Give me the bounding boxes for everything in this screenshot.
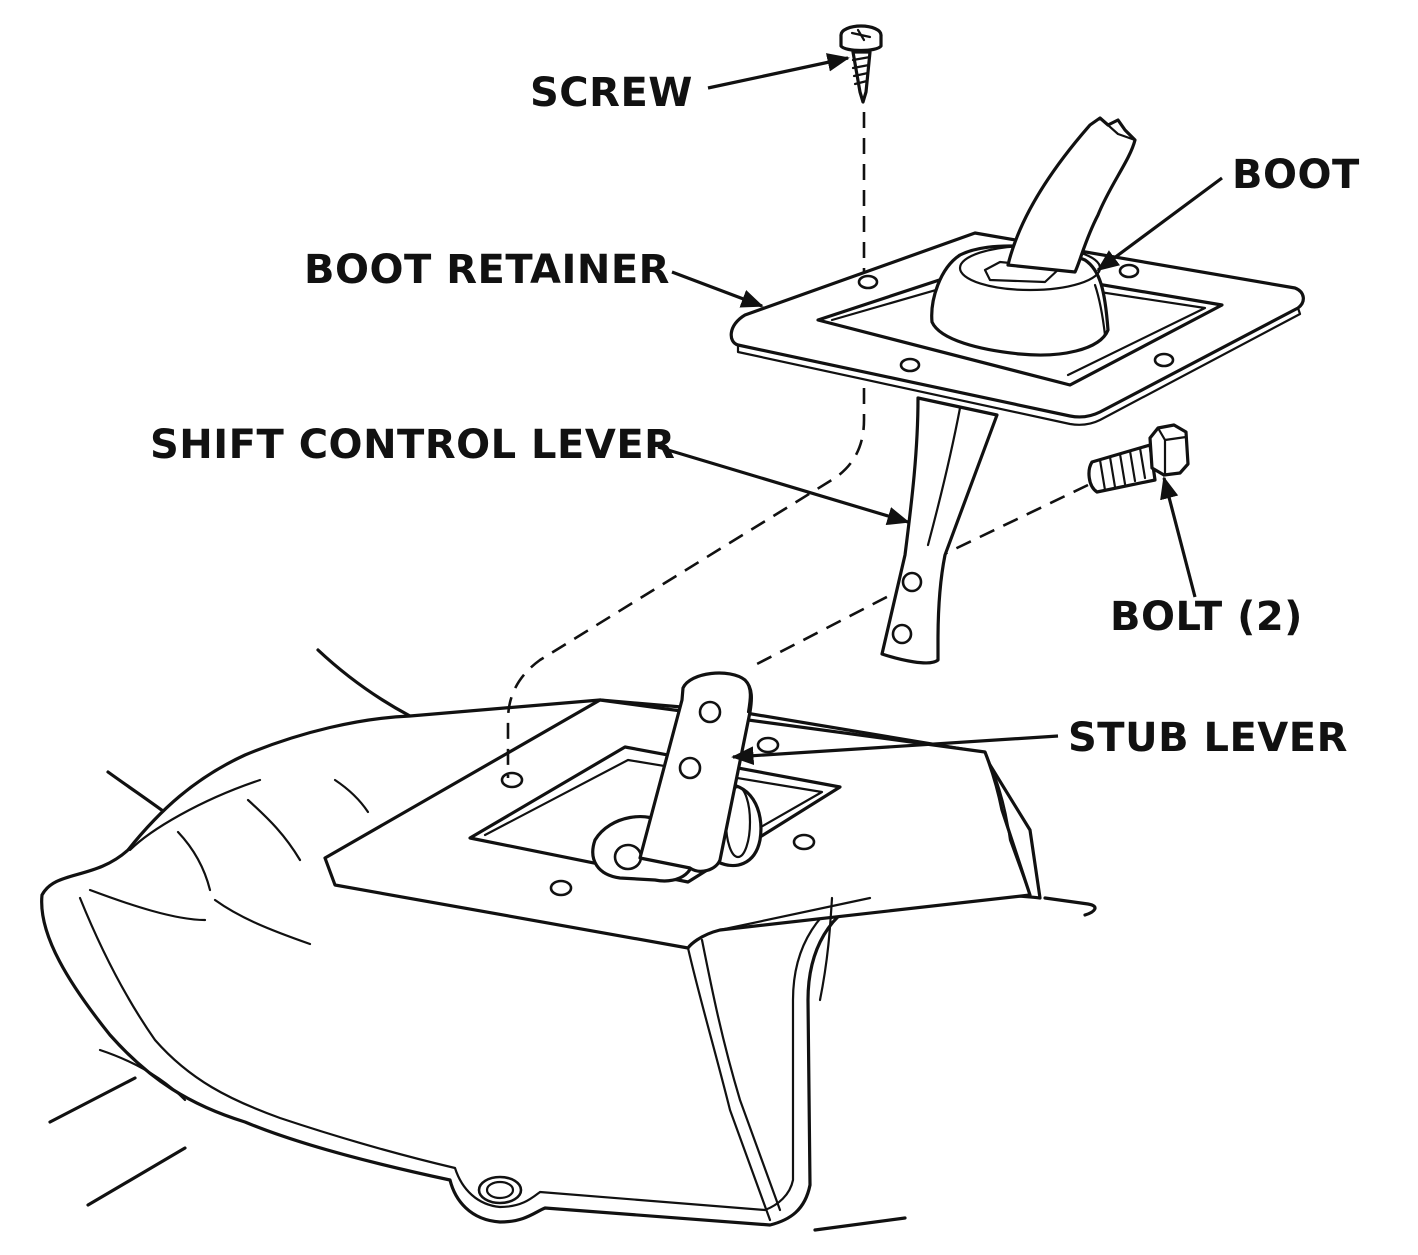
shift-control-lever (880, 116, 1137, 665)
stub-lever (591, 671, 763, 883)
shift-console-housing (40, 698, 1042, 1227)
leader-arrows (657, 53, 1223, 765)
label-screw: SCREW (530, 70, 693, 116)
label-shift-control-lever: SHIFT CONTROL LEVER (150, 422, 675, 468)
bolt-part (1087, 423, 1190, 494)
alignment-lines (506, 112, 1089, 778)
screw-part (839, 24, 883, 104)
label-boot: BOOT (1232, 152, 1360, 198)
label-boot-retainer: BOOT RETAINER (304, 247, 670, 293)
label-bolt: BOLT (2) (1110, 594, 1303, 640)
part-labels: SCREW BOOT BOOT RETAINER SHIFT CONTROL L… (150, 70, 1360, 761)
shift-boot (930, 244, 1110, 357)
label-stub-lever: STUB LEVER (1068, 715, 1348, 761)
floor-tunnel (48, 648, 1097, 1232)
